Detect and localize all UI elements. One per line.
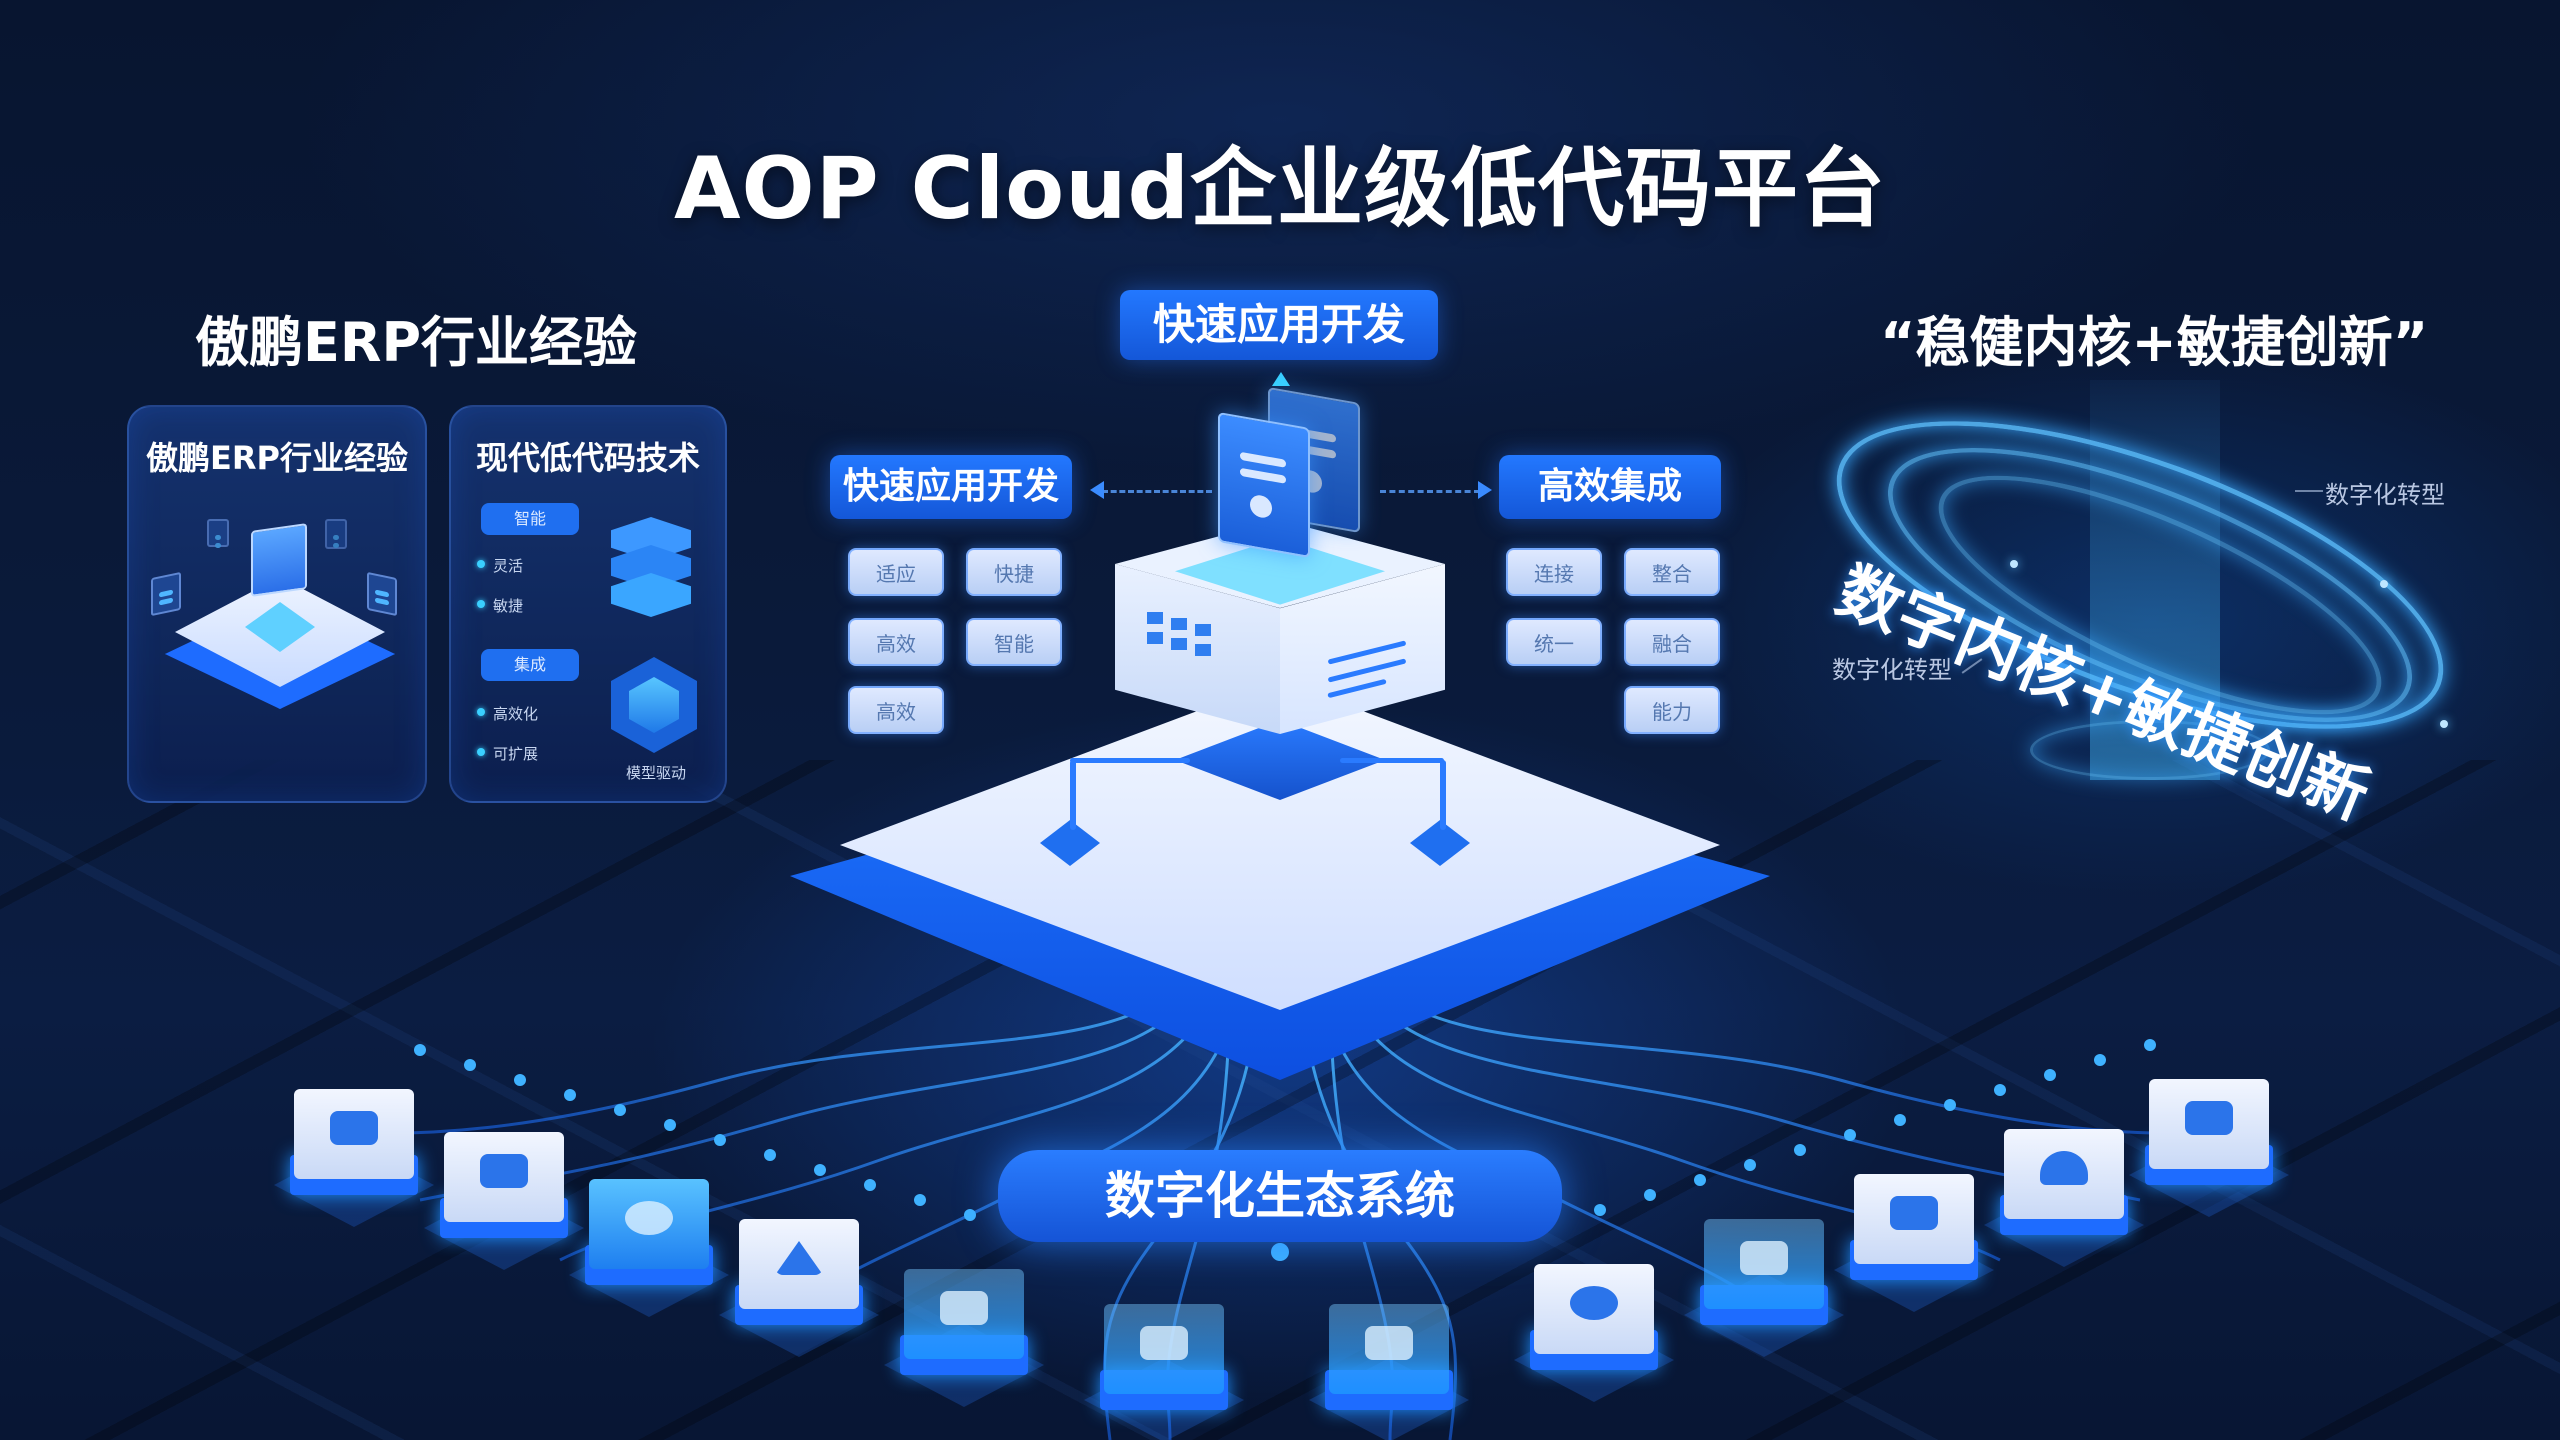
card-title: 现代低代码技术: [475, 439, 700, 477]
bullet-item: 灵活: [476, 557, 524, 575]
server-box: [1115, 520, 1445, 740]
tag-intelligent[interactable]: 智能: [481, 503, 579, 535]
module-puzzle[interactable]: [274, 1085, 434, 1227]
chip[interactable]: 适应: [848, 548, 944, 596]
puzzle-icon: [330, 1111, 378, 1145]
chip[interactable]: 高效: [848, 618, 944, 666]
tag-integration[interactable]: 集成: [481, 649, 579, 681]
chip[interactable]: 智能: [966, 618, 1062, 666]
erp-experience-card: 傲鹏ERP行业经验: [127, 405, 427, 803]
shield-icon: [625, 1201, 673, 1235]
connector-line: [1070, 758, 1190, 763]
annotation: 数字化转型: [1832, 656, 1952, 684]
ecosystem-label[interactable]: 数字化生态系统: [998, 1150, 1562, 1242]
bullet-item: 可扩展: [476, 745, 539, 763]
base-ring: [2030, 720, 2270, 780]
document-icon: [1218, 411, 1310, 559]
bullet-item: 高效化: [476, 705, 539, 723]
connector-line: [1440, 760, 1446, 830]
chip[interactable]: 高效: [848, 686, 944, 734]
chip[interactable]: 融合: [1624, 618, 1720, 666]
cloud-icon: [2040, 1151, 2088, 1185]
rapid-dev-label[interactable]: 快速应用开发: [830, 455, 1072, 519]
chip[interactable]: 快捷: [966, 548, 1062, 596]
arrow-right: [1380, 490, 1480, 493]
annotation: 数字化转型: [2325, 481, 2445, 509]
arrow-left-head: [1090, 481, 1104, 499]
module-dashboard[interactable]: [1834, 1170, 1994, 1312]
hex-caption: 模型驱动: [625, 764, 686, 782]
analytics-icon: [1740, 1241, 1788, 1275]
connector-line: [1340, 758, 1444, 763]
chip[interactable]: 整合: [1624, 548, 1720, 596]
gear-box-icon: [1140, 1326, 1188, 1360]
module-cloud[interactable]: [1984, 1125, 2144, 1267]
module-monitor[interactable]: [2129, 1075, 2289, 1217]
module-blocks[interactable]: [424, 1128, 584, 1270]
integration-label[interactable]: 高效集成: [1499, 455, 1721, 519]
lowcode-tech-card: 现代低代码技术 智能 灵活 敏捷 集成 高效化 可扩展 模型驱动: [449, 405, 727, 803]
panel-icon: [325, 519, 347, 549]
chip[interactable]: 连接: [1506, 548, 1602, 596]
arrow-left: [1102, 490, 1212, 493]
connector-line: [1070, 760, 1076, 830]
panel-icon: [207, 519, 229, 547]
central-platform: [780, 640, 1780, 1080]
rapid-dev-label-top[interactable]: 快速应用开发: [1120, 290, 1438, 360]
arrow-up-head: [1272, 372, 1290, 386]
card-title: 傲鹏ERP行业经验: [146, 439, 408, 477]
chip[interactable]: 统一: [1506, 618, 1602, 666]
module-analytics[interactable]: [1684, 1215, 1844, 1357]
isometric-platform: [165, 577, 395, 709]
monitor-icon: [2185, 1101, 2233, 1135]
document-icon: [940, 1291, 988, 1325]
module-shield[interactable]: [569, 1175, 729, 1317]
bullet-item: 敏捷: [476, 597, 524, 615]
layers-icon: [601, 517, 701, 637]
module-gear[interactable]: [1084, 1300, 1244, 1440]
stack-icon: [1365, 1326, 1413, 1360]
right-section-heading: “稳健内核+敏捷创新”: [1880, 311, 2429, 374]
module-chart[interactable]: [1514, 1260, 1674, 1402]
module-triangle[interactable]: [719, 1215, 879, 1357]
dashboard-icon: [1890, 1196, 1938, 1230]
arrow-right-head: [1478, 481, 1492, 499]
left-section-heading: 傲鹏ERP行业经验: [195, 311, 638, 374]
light-beam: [2090, 380, 2220, 780]
orbit-graphic: 数字内核+敏捷创新 数字化转型 数字化转型: [1799, 357, 2520, 840]
module-stack[interactable]: [1309, 1300, 1469, 1440]
document-icon: [251, 523, 307, 597]
module-document[interactable]: [884, 1265, 1044, 1407]
cube-hex-icon: [611, 657, 697, 753]
chip[interactable]: 能力: [1624, 686, 1720, 734]
chart-icon: [1570, 1286, 1618, 1320]
blocks-icon: [480, 1154, 528, 1188]
page-title: AOP Cloud企业级低代码平台: [673, 139, 1887, 239]
